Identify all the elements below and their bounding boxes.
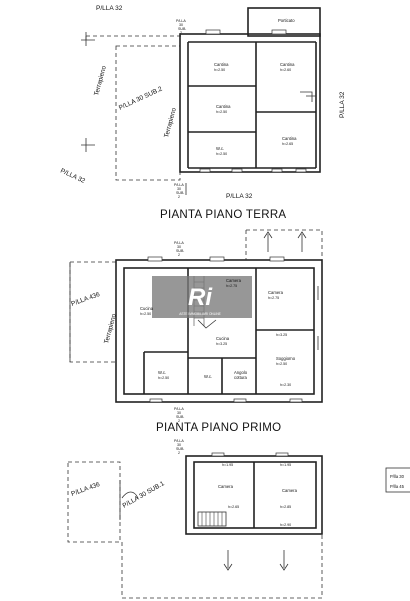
svg-text:P/LLA: P/LLA — [174, 439, 184, 443]
svg-text:SUB.: SUB. — [176, 415, 184, 419]
svg-text:SUB.: SUB. — [176, 447, 184, 451]
svg-text:2: 2 — [178, 451, 180, 455]
vertical-parcel-marker-first-bottom: P/LLA 30 SUB. 2 — [174, 407, 184, 423]
ground-terrapieno-left: Terrapieno — [93, 65, 108, 97]
first-floor-plan — [69, 229, 323, 403]
parcel-label-left: P/LLA 32 — [59, 167, 86, 185]
second-building-outline — [185, 455, 323, 535]
svg-text:P/LLA: P/LLA — [174, 183, 184, 187]
svg-text:2: 2 — [178, 419, 180, 423]
svg-text:SUB.: SUB. — [176, 249, 184, 253]
svg-text:h=2.50: h=2.50 — [140, 312, 151, 316]
legend-p30: P/lla 30 — [390, 474, 405, 479]
ground-floor-plan — [81, 7, 321, 195]
svg-text:h=2.50: h=2.50 — [216, 110, 227, 114]
room-cantina-1-label: Cantina — [214, 62, 229, 67]
svg-text:SUB.: SUB. — [176, 191, 184, 195]
svg-text:h=3.25: h=3.25 — [216, 342, 227, 346]
parcel-label-436-first: P/LLA 436 — [70, 291, 101, 308]
room-wc-first-label: W.c. — [158, 370, 166, 375]
svg-text:h=1.95: h=1.95 — [222, 463, 233, 467]
svg-text:30: 30 — [177, 245, 181, 249]
parcel-label-right: P/LLA 32 — [339, 91, 346, 118]
svg-text:2: 2 — [178, 253, 180, 257]
watermark-logo-text: Ri — [188, 284, 213, 311]
ground-building-outline — [179, 33, 321, 173]
second-floor-plan — [67, 452, 323, 599]
porticato-label: Porticato — [278, 18, 295, 23]
room-camera-second-2-label: Camera — [282, 488, 298, 493]
ground-terrapieno-inner: Terrapieno — [163, 107, 178, 139]
angolo-cottura-label-1: Angolo — [234, 370, 248, 375]
ground-floor-title: PIANTA PIANO TERRA — [160, 209, 286, 221]
svg-text:30: 30 — [179, 23, 183, 27]
watermark-logo: Ri ASTE IMMOBILIARI ONLINE — [152, 276, 252, 318]
svg-text:h=2.50: h=2.50 — [216, 152, 227, 156]
svg-text:30: 30 — [177, 443, 181, 447]
svg-text:h=2.50: h=2.50 — [158, 376, 169, 380]
svg-text:h=2.75: h=2.75 — [226, 284, 237, 288]
parcel-label-top: P/LLA 32 — [96, 5, 123, 12]
room-corridoio-label: Cucina — [140, 306, 154, 311]
svg-text:h=3.25: h=3.25 — [276, 333, 287, 337]
svg-text:h=2.85: h=2.85 — [280, 505, 291, 509]
watermark-subtext: ASTE IMMOBILIARI ONLINE — [179, 312, 221, 316]
svg-text:h=2.65: h=2.65 — [282, 142, 293, 146]
svg-text:30: 30 — [177, 187, 181, 191]
svg-text:2: 2 — [180, 31, 182, 35]
vertical-parcel-marker-ground: P/LLA 30 SUB. 2 — [176, 19, 186, 35]
angolo-cottura-label-2: cottura — [234, 375, 247, 380]
svg-text:h=1.95: h=1.95 — [280, 463, 291, 467]
room-cantina-2-label: Cantina — [280, 62, 295, 67]
second-floor-stair — [197, 511, 227, 527]
svg-text:h=2.65: h=2.65 — [228, 505, 239, 509]
room-wc-second-label: W.c. — [204, 374, 212, 379]
svg-text:h=2.75: h=2.75 — [268, 296, 279, 300]
vertical-parcel-marker-second: P/LLA 30 SUB. 2 — [174, 439, 184, 455]
room-soggiorno-label: Soggiorno — [276, 356, 296, 361]
vertical-parcel-marker-first: P/LLA 30 SUB. 2 — [174, 241, 184, 257]
svg-text:2: 2 — [178, 195, 180, 199]
parcel-label-sub1: P/LLA 30 SUB.1 — [122, 480, 167, 510]
room-camera-second-1-label: Camera — [218, 484, 234, 489]
room-wc-ground-label: W.c. — [216, 146, 224, 151]
svg-text:30: 30 — [177, 411, 181, 415]
svg-text:h=2.30: h=2.30 — [280, 383, 291, 387]
svg-text:P/LLA: P/LLA — [174, 241, 184, 245]
ground-terrapieno-boundary — [85, 35, 184, 181]
room-camera-watermark-label: Camera — [226, 278, 242, 283]
svg-text:P/LLA: P/LLA — [174, 407, 184, 411]
parcel-legend-box: P/lla 30 P/lla 45 — [385, 467, 410, 493]
room-cucina-label: Cucina — [216, 336, 230, 341]
ground-dimension-ticks — [81, 32, 95, 152]
first-terrapieno-boundary — [69, 261, 117, 363]
parcel-label-436-second: P/LLA 436 — [70, 481, 101, 498]
parcel-label-bottom: P/LLA 32 — [226, 193, 253, 200]
second-terrapieno-boundary — [67, 461, 121, 543]
legend-p45: P/lla 45 — [390, 484, 405, 489]
svg-text:h=2.90: h=2.90 — [280, 523, 291, 527]
vertical-parcel-marker-ground-bottom: P/LLA 30 SUB. 2 — [174, 183, 184, 199]
svg-text:h=2.60: h=2.60 — [280, 68, 291, 72]
room-cantina-3-label: Cantina — [216, 104, 231, 109]
svg-text:h=2.50: h=2.50 — [214, 68, 225, 72]
svg-text:SUB.: SUB. — [178, 27, 186, 31]
parcel-label-sub2: P/LLA 30 SUB.2 — [118, 85, 164, 111]
room-cantina-4-label: Cantina — [282, 136, 297, 141]
room-camera-first-label: Camera — [268, 290, 284, 295]
porticato-outline — [247, 7, 321, 37]
svg-text:h=2.50: h=2.50 — [276, 362, 287, 366]
svg-text:P/LLA: P/LLA — [176, 19, 186, 23]
first-floor-title: PIANTA PIANO PRIMO — [156, 422, 281, 434]
